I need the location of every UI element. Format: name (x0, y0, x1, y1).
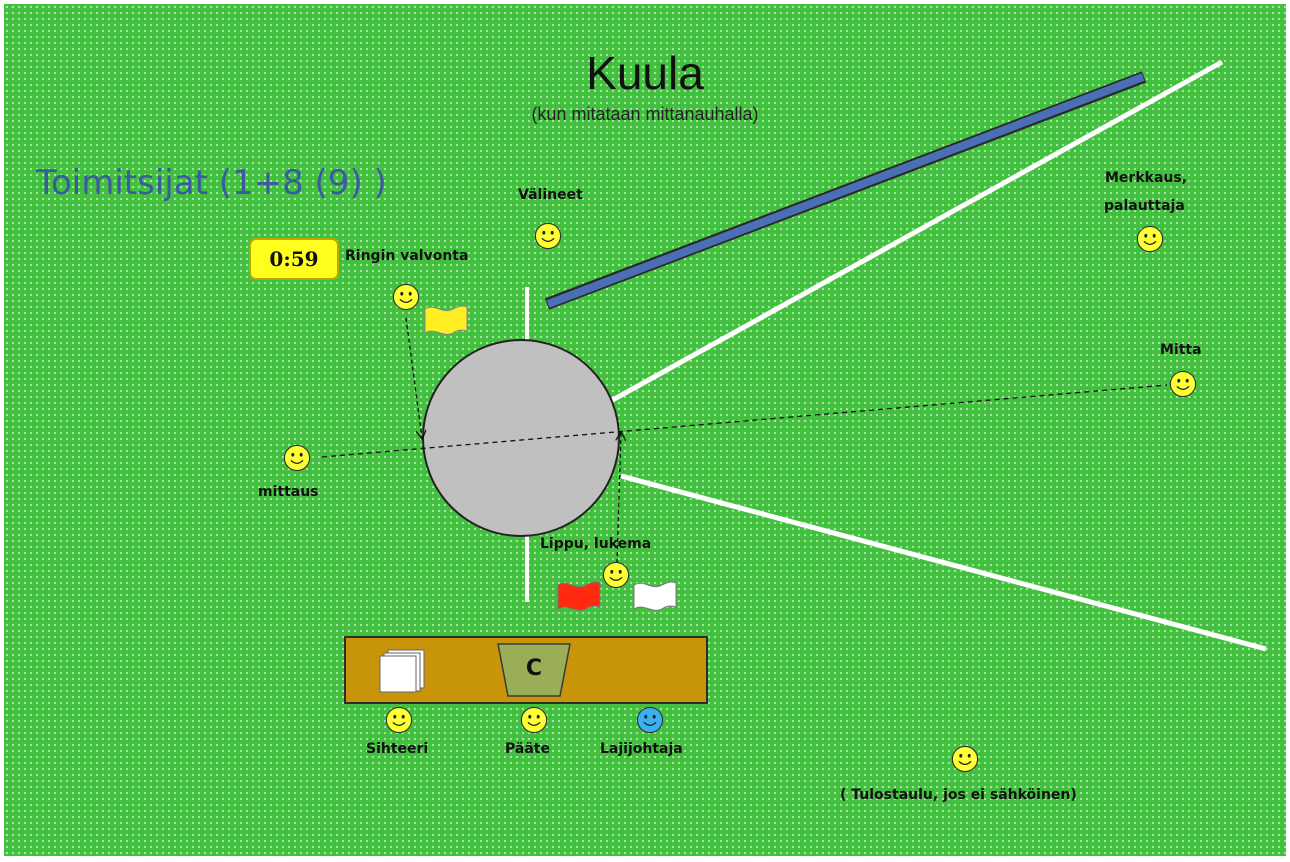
stop-board-fill (546, 73, 1145, 308)
flag-arrow (617, 433, 621, 564)
yellow-flag-icon (424, 305, 468, 335)
smiley-icon-ringin-valvonta (392, 283, 420, 311)
smiley-icon-valineet (534, 222, 562, 250)
label-merkkaus: Merkkaus, (1105, 170, 1188, 186)
white-flag-icon (633, 581, 677, 611)
staff-heading: Toimitsijat (1+8 (9) ) (36, 163, 387, 203)
sector-line-lower (620, 473, 1267, 652)
label-valineet: Välineet (518, 187, 583, 203)
label-lippu-lukema: Lippu, lukema (540, 536, 652, 552)
smiley-icon-mitta (1169, 370, 1197, 398)
label-tulostaulu: ( Tulostaulu, jos ei sähköinen) (840, 787, 1077, 803)
label-lajijohtaja: Lajijohtaja (600, 741, 683, 757)
label-palauttaja: palauttaja (1104, 198, 1185, 214)
papers-icon (379, 649, 425, 693)
smiley-icon-tulostaulu (951, 745, 979, 773)
smiley-icon-sihteeri (385, 706, 413, 734)
results-device-letter: C (525, 656, 543, 681)
smiley-icon-merkkaus (1136, 225, 1164, 253)
throwing-circle (422, 339, 620, 537)
results-device-icon (497, 643, 571, 697)
sector-line-upper (607, 59, 1224, 405)
measure-line (321, 384, 1168, 458)
page-title: Kuula (586, 47, 704, 99)
smiley-icon-paate (520, 706, 548, 734)
ring-watch-arrow (405, 317, 422, 438)
page-subtitle: (kun mitataan mittanauhalla) (531, 104, 759, 124)
smiley-icon-lippu (602, 561, 630, 589)
label-sihteeri: Sihteeri (366, 741, 429, 757)
label-paate: Pääte (505, 741, 550, 757)
label-ringin-valvonta: Ringin valvonta (345, 248, 469, 264)
smiley-icon-mittaus (283, 444, 311, 472)
label-mittaus: mittaus (258, 484, 319, 500)
label-mitta: Mitta (1160, 342, 1202, 358)
red-flag-icon (557, 581, 601, 611)
timer-display: 0:59 (249, 238, 339, 280)
smiley-blue-icon-lajijohtaja (636, 706, 664, 734)
